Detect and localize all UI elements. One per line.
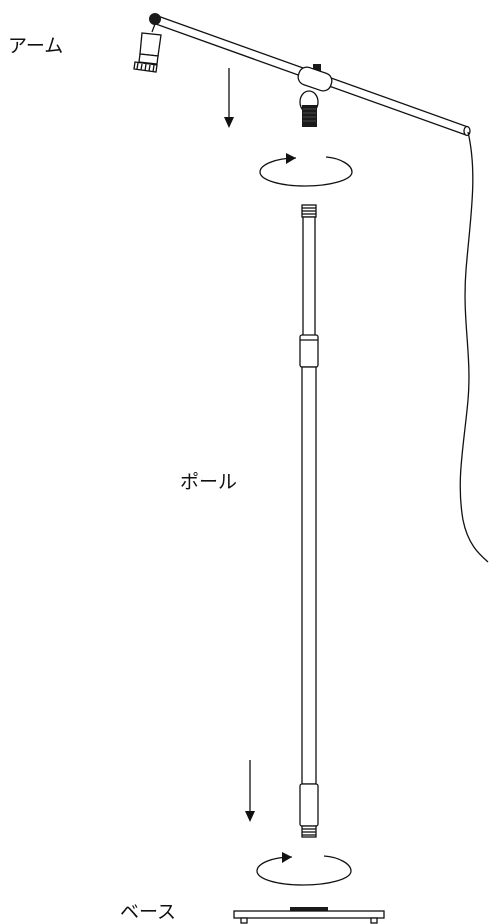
rotation-arrow-top [259,153,353,187]
pole-upper-tube [302,216,316,338]
pole [299,204,319,838]
rotation-arrow-bottom [256,852,352,886]
mic-holder-body [139,32,162,57]
label-pole: ポール [180,471,237,493]
clamp-thread-socket [302,105,317,127]
arm-ball-joint [149,13,161,25]
mic-holder [133,23,162,73]
clamp-block [297,66,333,92]
clamp-knob [313,64,321,72]
arm-clamp [297,64,333,127]
base-plate [233,910,385,919]
base-foot-left [240,917,248,924]
base-center-pad [290,907,328,912]
arrow-down-bottom [245,760,255,822]
label-arm: アーム [8,35,63,57]
pole-lower-tube [301,366,317,785]
label-base: ベース [120,901,176,923]
cable [459,131,489,563]
arrow-down-top [224,68,234,128]
base-foot-right [370,917,378,924]
pole-bottom-sleeve [299,783,319,827]
base [233,907,385,924]
